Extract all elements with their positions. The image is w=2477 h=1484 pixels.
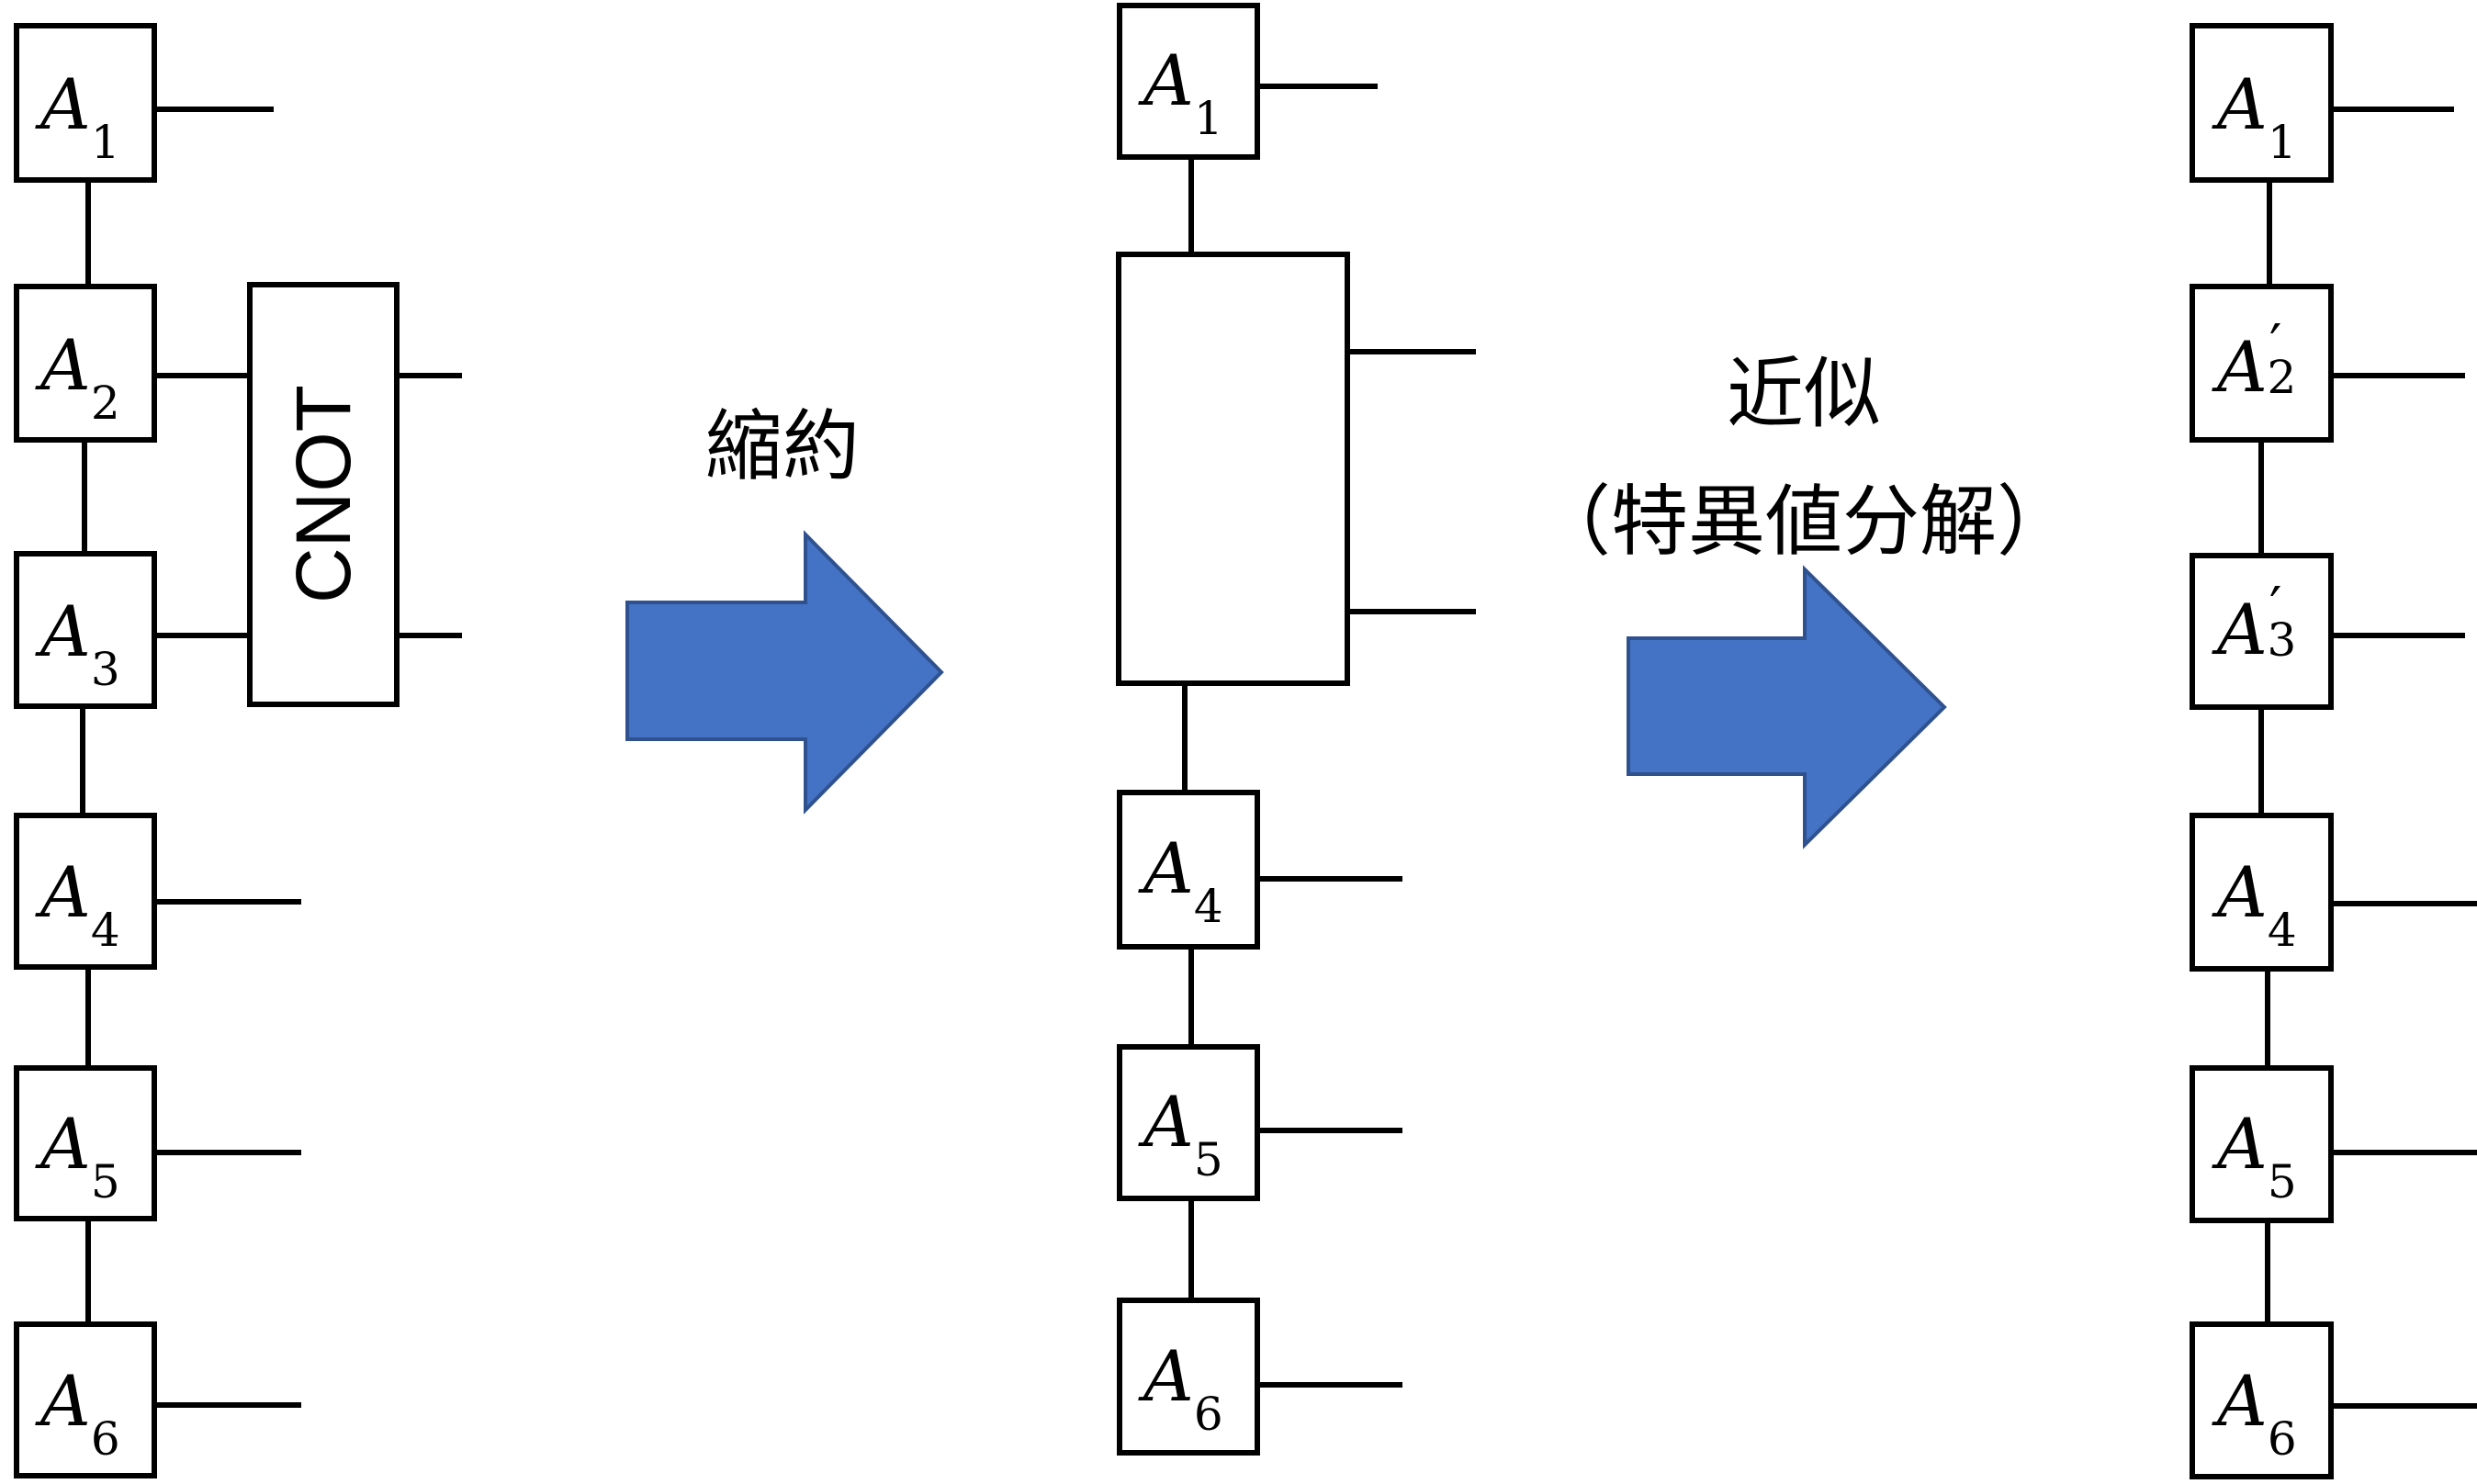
left-tensor-label-5: A5: [35, 1103, 120, 1209]
right-tensor-label-5: A5: [2212, 1103, 2297, 1209]
left-tensor-box-4: [14, 813, 157, 970]
left-tensor-label-2: A2: [35, 324, 120, 430]
right-tensor-label-1: A1: [2212, 63, 2297, 169]
middle-tensor-label-6: A6: [1138, 1335, 1223, 1441]
right-tensor-box-3: [2190, 553, 2334, 710]
middle-tensor-box-4: [1117, 790, 1260, 950]
contraction-label: 縮約: [705, 401, 860, 491]
middle-tensor-label-4: A4: [1138, 827, 1223, 933]
right-tensor-box-5: [2190, 1065, 2334, 1223]
left-tensor-label-3: A3: [35, 590, 120, 696]
right-chain: A1 A′2 A′3 A4 A5 A6: [2190, 23, 2477, 1479]
merged-tensor-box: [1116, 252, 1350, 686]
svd-label: （特異値分解）: [1534, 477, 2074, 567]
cnot-gate-box: [247, 282, 400, 707]
right-tensor-box-2: [2190, 284, 2334, 443]
approximation-arrow-icon: [1627, 565, 1947, 849]
cnot-gate-label: CNOT: [280, 385, 366, 603]
left-tensor-box-1: [14, 23, 157, 183]
right-tensor-box-4: [2190, 813, 2334, 972]
middle-tensor-box-6: [1117, 1298, 1260, 1456]
approximation-label: 近似: [1727, 349, 1881, 439]
left-tensor-label-1: A1: [35, 63, 120, 169]
left-tensor-box-5: [14, 1065, 157, 1221]
left-tensor-label-6: A6: [35, 1360, 120, 1466]
left-chain: A1 A2 A3 A4 A5 A6 CNOT: [14, 23, 462, 1478]
right-tensor-label-4: A4: [2212, 851, 2297, 957]
left-tensor-box-3: [14, 551, 157, 709]
middle-chain: A1 A4 A5 A6: [1116, 3, 1476, 1456]
middle-tensor-label-1: A1: [1138, 39, 1223, 145]
right-tensor-label-3: A′3: [2212, 576, 2296, 670]
middle-tensor-box-1: [1117, 3, 1260, 160]
left-tensor-box-2: [14, 284, 157, 443]
right-tensor-box-6: [2190, 1321, 2334, 1479]
middle-tensor-label-5: A5: [1138, 1081, 1223, 1186]
right-tensor-label-2: A′2: [2212, 313, 2296, 408]
middle-tensor-box-5: [1117, 1044, 1260, 1201]
right-tensor-label-6: A6: [2212, 1360, 2297, 1466]
left-tensor-box-6: [14, 1321, 157, 1478]
left-tensor-label-4: A4: [35, 851, 120, 957]
contraction-arrow-icon: [625, 530, 944, 815]
right-tensor-box-1: [2190, 23, 2334, 183]
